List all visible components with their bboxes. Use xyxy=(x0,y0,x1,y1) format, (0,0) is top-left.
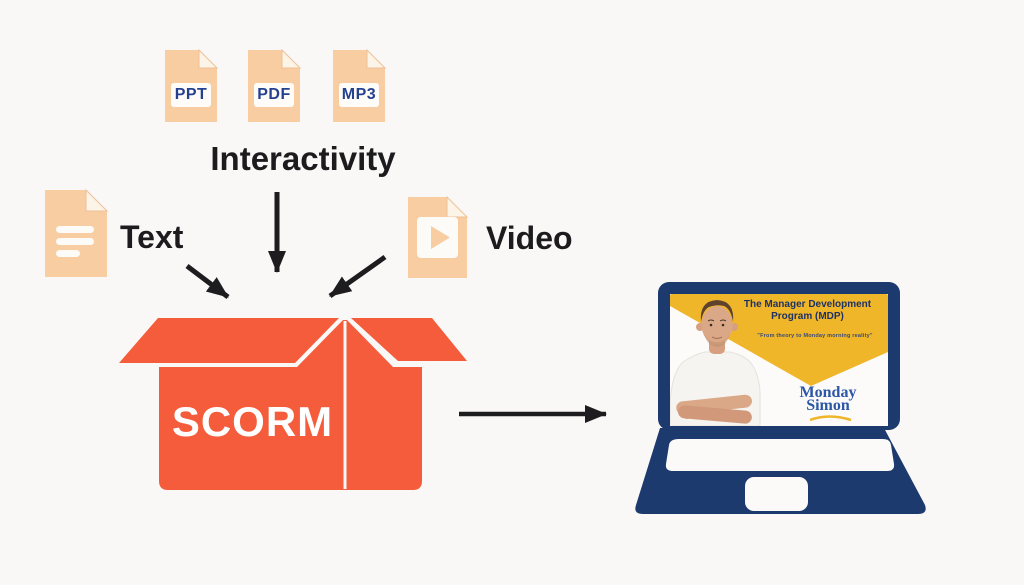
box-left-flap xyxy=(119,318,339,363)
laptop-trackpad xyxy=(745,477,808,511)
text-to-box-arrow xyxy=(185,264,230,299)
interactivity-label: Interactivity xyxy=(210,140,396,177)
video-file-icon xyxy=(408,195,469,278)
scorm-box xyxy=(119,318,467,490)
presenter-photo xyxy=(670,300,761,426)
slide-title-line2: Program (MDP) xyxy=(771,310,844,322)
box-center-seam xyxy=(343,321,347,489)
pdf-file-icon xyxy=(248,48,302,122)
laptop-keyboard xyxy=(665,439,895,471)
ppt-file-icon xyxy=(165,48,219,122)
slide-title: The Manager Development Program (MDP) xyxy=(727,299,888,322)
pdf-label: PDF xyxy=(257,86,291,103)
mp3-file-icon xyxy=(333,48,387,122)
text-document-icon xyxy=(45,188,109,277)
video-to-box-arrow xyxy=(328,254,387,299)
logo-line2: Simon xyxy=(806,397,850,414)
mp3-label: MP3 xyxy=(341,86,377,103)
ppt-label: PPT xyxy=(174,86,208,103)
laptop xyxy=(635,282,926,514)
scorm-box-label: SCORM xyxy=(171,398,334,445)
box-right-flap xyxy=(351,318,467,361)
play-icon xyxy=(431,226,450,249)
logo-swoosh xyxy=(809,415,852,422)
slide-subtitle: "From theory to Monday morning reality" xyxy=(757,333,873,339)
monday-simon-logo: Monday Simon xyxy=(789,384,867,414)
slide-content xyxy=(670,294,888,426)
slide-title-line1: The Manager Development xyxy=(743,299,872,310)
text-label: Text xyxy=(120,219,184,255)
logo-line1: Monday xyxy=(799,384,857,401)
video-label: Video xyxy=(486,220,573,256)
box-body xyxy=(159,320,422,490)
